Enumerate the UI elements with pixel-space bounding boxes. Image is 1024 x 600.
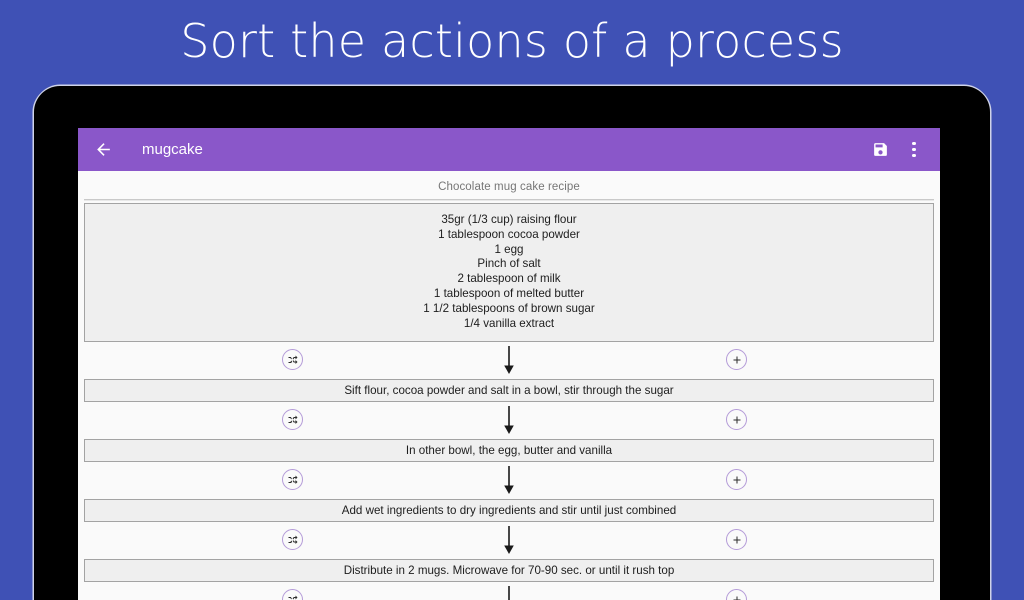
plus-icon[interactable] [726,409,747,431]
arrow-down-icon [504,526,514,555]
arrow-down-icon [508,586,510,600]
step-text: Add wet ingredients to dry ingredients a… [341,504,677,518]
plus-icon[interactable] [726,589,747,600]
overflow-dots [912,142,916,157]
shuffle-icon[interactable] [282,469,303,491]
save-floppy-icon[interactable] [867,137,893,163]
shuffle-icon[interactable] [282,349,303,371]
step-text: In other bowl, the egg, butter and vanil… [405,444,613,458]
ingredient-line: 35gr (1/3 cup) raising flour [441,213,577,226]
ingredient-line: 1 tablespoon of melted butter [433,286,585,300]
arrow-down-icon [504,346,514,375]
ingredient-line: 1 1/2 tablespoons of brown sugar [423,301,595,315]
ingredient-line: Pinch of salt [477,257,541,271]
step-connector-row [84,582,934,600]
page-title: Sort the actions of a process [180,14,844,68]
app-bar: mugcake [78,128,940,171]
step-connector-row [84,402,934,439]
step-box[interactable]: Add wet ingredients to dry ingredients a… [84,499,934,523]
step-box[interactable]: Distribute in 2 mugs. Microwave for 70-9… [84,559,934,583]
back-arrow-icon[interactable] [90,137,116,163]
recipe-title: Chocolate mug cake recipe [438,181,580,193]
ingredient-line: 1 tablespoon cocoa powder [438,227,580,241]
plus-icon[interactable] [726,469,747,491]
step-box[interactable]: In other bowl, the egg, butter and vanil… [84,439,934,463]
step-connector-row [84,522,934,559]
shuffle-icon[interactable] [282,409,303,431]
step-connector-row [84,342,934,379]
step-text: Sift flour, cocoa powder and salt in a b… [344,384,674,398]
arrow-down-icon [504,466,514,495]
step-text: Distribute in 2 mugs. Microwave for 70-9… [343,564,675,578]
overflow-menu-icon[interactable] [901,137,927,163]
recipe-content: Chocolate mug cake recipe 35gr (1/3 cup)… [78,171,940,600]
shuffle-icon[interactable] [282,589,303,600]
tablet-device-frame: mugcake Chocolate mug cake recipe 35gr (… [34,86,990,600]
ingredient-line: 1 egg [494,242,524,256]
step-connector-row [84,462,934,499]
title-divider [84,199,934,200]
app-bar-title: mugcake [142,141,203,158]
step-box[interactable]: Sift flour, cocoa powder and salt in a b… [84,379,934,403]
device-screen: mugcake Chocolate mug cake recipe 35gr (… [78,128,940,600]
ingredient-line: 1/4 vanilla extract [463,316,555,330]
ingredients-box[interactable]: 35gr (1/3 cup) raising flour 1 tablespoo… [84,203,934,343]
shuffle-icon[interactable] [282,529,303,551]
plus-icon[interactable] [726,529,747,551]
arrow-down-icon [504,406,514,435]
ingredient-line: 2 tablespoon of milk [457,272,561,286]
plus-icon[interactable] [726,349,747,371]
